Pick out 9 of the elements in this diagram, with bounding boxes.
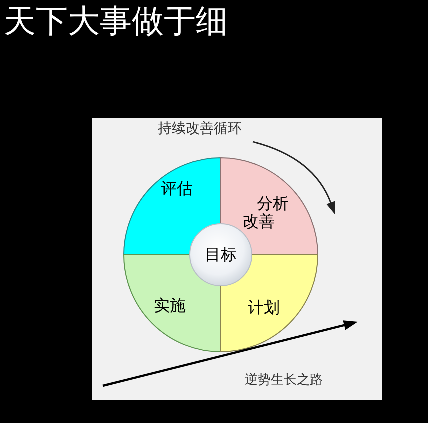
arrow-label: 逆势生长之路 bbox=[245, 374, 323, 387]
quadrant-label: 改善 bbox=[243, 214, 275, 230]
quadrant-label: 分析 bbox=[257, 196, 289, 212]
quadrant-label: 评估 bbox=[161, 181, 193, 197]
quadrant-label: 计划 bbox=[248, 300, 280, 316]
arrow-label: 持续改善循环 bbox=[158, 122, 242, 136]
quadrant-label: 实施 bbox=[154, 298, 186, 314]
slide-title: 天下大事做于细 bbox=[4, 5, 228, 37]
center-label: 目标 bbox=[205, 247, 237, 263]
